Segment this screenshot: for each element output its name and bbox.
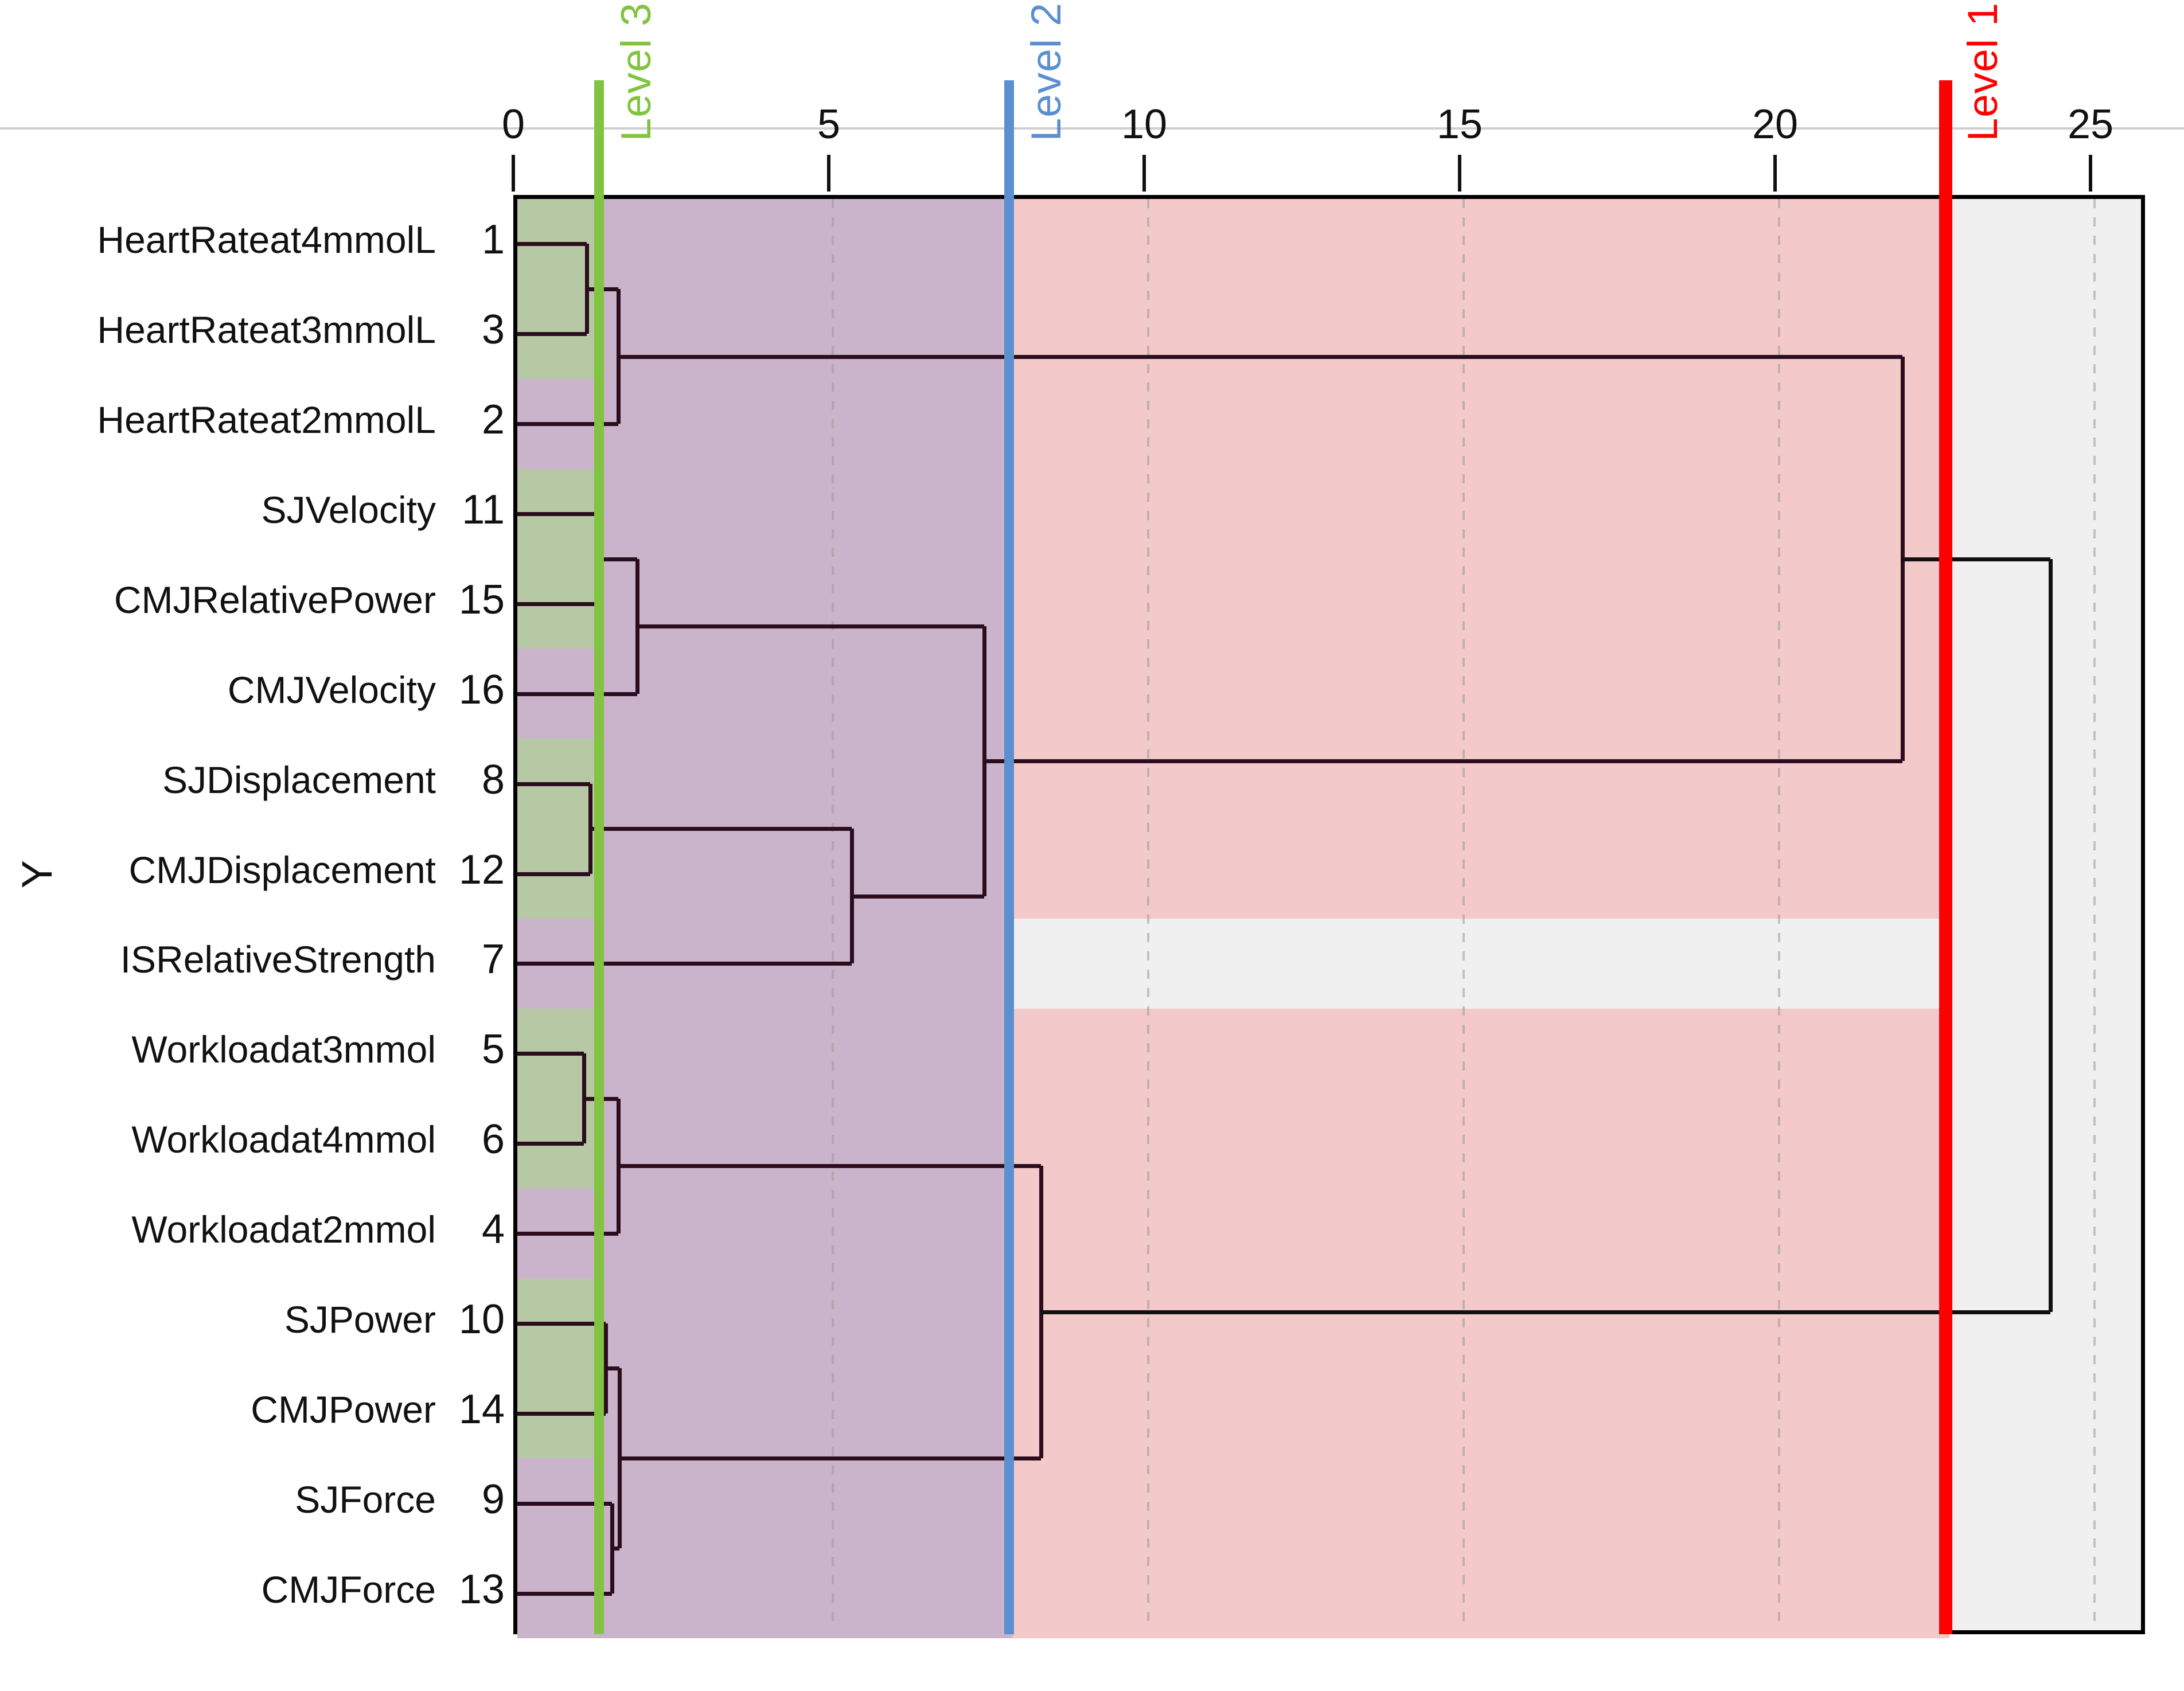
x-axis-tick xyxy=(1773,155,1777,192)
plot-area xyxy=(513,195,2145,1638)
x-axis-tick-label: 5 xyxy=(817,101,841,147)
leaf-number: 3 xyxy=(481,307,505,353)
dendrogram-link xyxy=(517,692,637,696)
level-label-3: Level 3 xyxy=(613,2,660,142)
level-cut-line-3 xyxy=(594,80,604,1634)
dendrogram-link xyxy=(517,1591,612,1596)
leaf-label: CMJForce xyxy=(261,1568,436,1611)
dendrogram-link xyxy=(852,894,984,899)
dendrogram-link xyxy=(517,1142,584,1146)
dendrogram-link xyxy=(618,1164,1041,1169)
level3-band xyxy=(517,468,603,649)
leaf-number: 1 xyxy=(481,217,505,263)
leaf-label: CMJRelativePower xyxy=(114,578,436,621)
leaf-label: Workloadat4mmol xyxy=(131,1118,436,1161)
level3-band xyxy=(517,1278,603,1459)
dendrogram-link xyxy=(984,759,1902,764)
leaf-label: ISRelativeStrength xyxy=(120,938,436,981)
dendrogram-link xyxy=(619,1456,1041,1461)
x-axis-tick-label: 25 xyxy=(2067,101,2114,147)
leaf-label: CMJDisplacement xyxy=(128,848,436,891)
dendrogram-link xyxy=(517,242,587,247)
leaf-label: HeartRateat2mmolL xyxy=(97,399,436,442)
dendrogram-link xyxy=(612,1546,620,1551)
leaf-number: 15 xyxy=(458,576,505,623)
dendrogram-link xyxy=(517,782,590,786)
leaf-label: SJDisplacement xyxy=(162,758,436,801)
dendrogram-link xyxy=(517,332,587,337)
level-cut-line-2 xyxy=(1004,80,1014,1634)
leaf-label: SJPower xyxy=(284,1298,436,1341)
leaf-number: 5 xyxy=(481,1026,505,1073)
dendrogram-link xyxy=(517,602,596,606)
dendrogram-link xyxy=(590,827,852,831)
x-axis-tick-label: 15 xyxy=(1436,101,1483,147)
dendrogram-link xyxy=(517,422,618,427)
dendrogram-link xyxy=(1902,557,2050,561)
leaf-label: Workloadat2mmol xyxy=(131,1208,436,1251)
x-axis-tick xyxy=(1458,155,1461,192)
leaf-label: HeartRateat3mmolL xyxy=(97,308,436,352)
grid-line xyxy=(832,199,834,1630)
dendrogram-link xyxy=(1041,1310,2050,1315)
dendrogram-link xyxy=(618,354,1902,359)
grid-line xyxy=(1778,199,1780,1630)
dendrogram-link xyxy=(517,1411,606,1416)
dendrogram-link xyxy=(596,557,637,561)
leaf-label: SJVelocity xyxy=(261,489,436,532)
dendrogram-link xyxy=(517,962,852,966)
x-axis-tick-label: 20 xyxy=(1752,101,1799,147)
dendrogram-link xyxy=(517,1232,618,1236)
dendrogram-link xyxy=(517,1501,612,1506)
leaf-label: CMJVelocity xyxy=(227,668,436,711)
dendrogram-link xyxy=(2049,559,2053,1313)
leaf-label: Workloadat3mmol xyxy=(131,1028,436,1071)
leaf-number: 7 xyxy=(481,936,505,983)
dendrogram-link xyxy=(517,1321,606,1326)
dendrogram-link xyxy=(637,624,984,629)
leaf-number: 12 xyxy=(458,846,505,893)
level-label-2: Level 2 xyxy=(1023,2,1070,142)
level-cut-line-1 xyxy=(1939,80,1952,1634)
grid-line xyxy=(1147,199,1149,1630)
dendrogram-link xyxy=(517,872,590,876)
leaf-label: SJForce xyxy=(295,1478,436,1521)
grid-line xyxy=(1462,199,1465,1630)
x-axis-tick xyxy=(512,155,515,192)
leaf-number: 4 xyxy=(481,1206,505,1253)
leaf-label: CMJPower xyxy=(251,1388,436,1431)
leaf-number: 11 xyxy=(462,487,505,533)
leaf-number: 13 xyxy=(458,1566,505,1612)
leaf-label: HeartRateat4mmolL xyxy=(97,218,436,261)
leaf-number: 10 xyxy=(458,1296,505,1342)
x-axis-tick xyxy=(2089,155,2092,192)
leaf-number: 2 xyxy=(481,397,505,443)
x-axis-tick-label: 0 xyxy=(501,101,525,147)
grid-line xyxy=(2093,199,2096,1630)
dendrogram-link xyxy=(517,512,596,517)
x-axis-tick xyxy=(827,155,830,192)
leaf-number: 14 xyxy=(458,1386,505,1432)
y-axis-title: Y xyxy=(13,860,61,889)
top-divider xyxy=(0,127,2184,130)
dendrogram-link xyxy=(606,1366,620,1371)
leaf-number: 6 xyxy=(481,1116,505,1163)
leaf-number: 8 xyxy=(481,756,505,803)
leaf-number: 9 xyxy=(481,1476,505,1522)
x-axis-tick xyxy=(1142,155,1146,192)
dendrogram-link xyxy=(517,1052,584,1056)
leaf-number: 16 xyxy=(458,666,505,713)
level-label-1: Level 1 xyxy=(1960,2,2006,142)
x-axis-tick-label: 10 xyxy=(1121,101,1168,147)
